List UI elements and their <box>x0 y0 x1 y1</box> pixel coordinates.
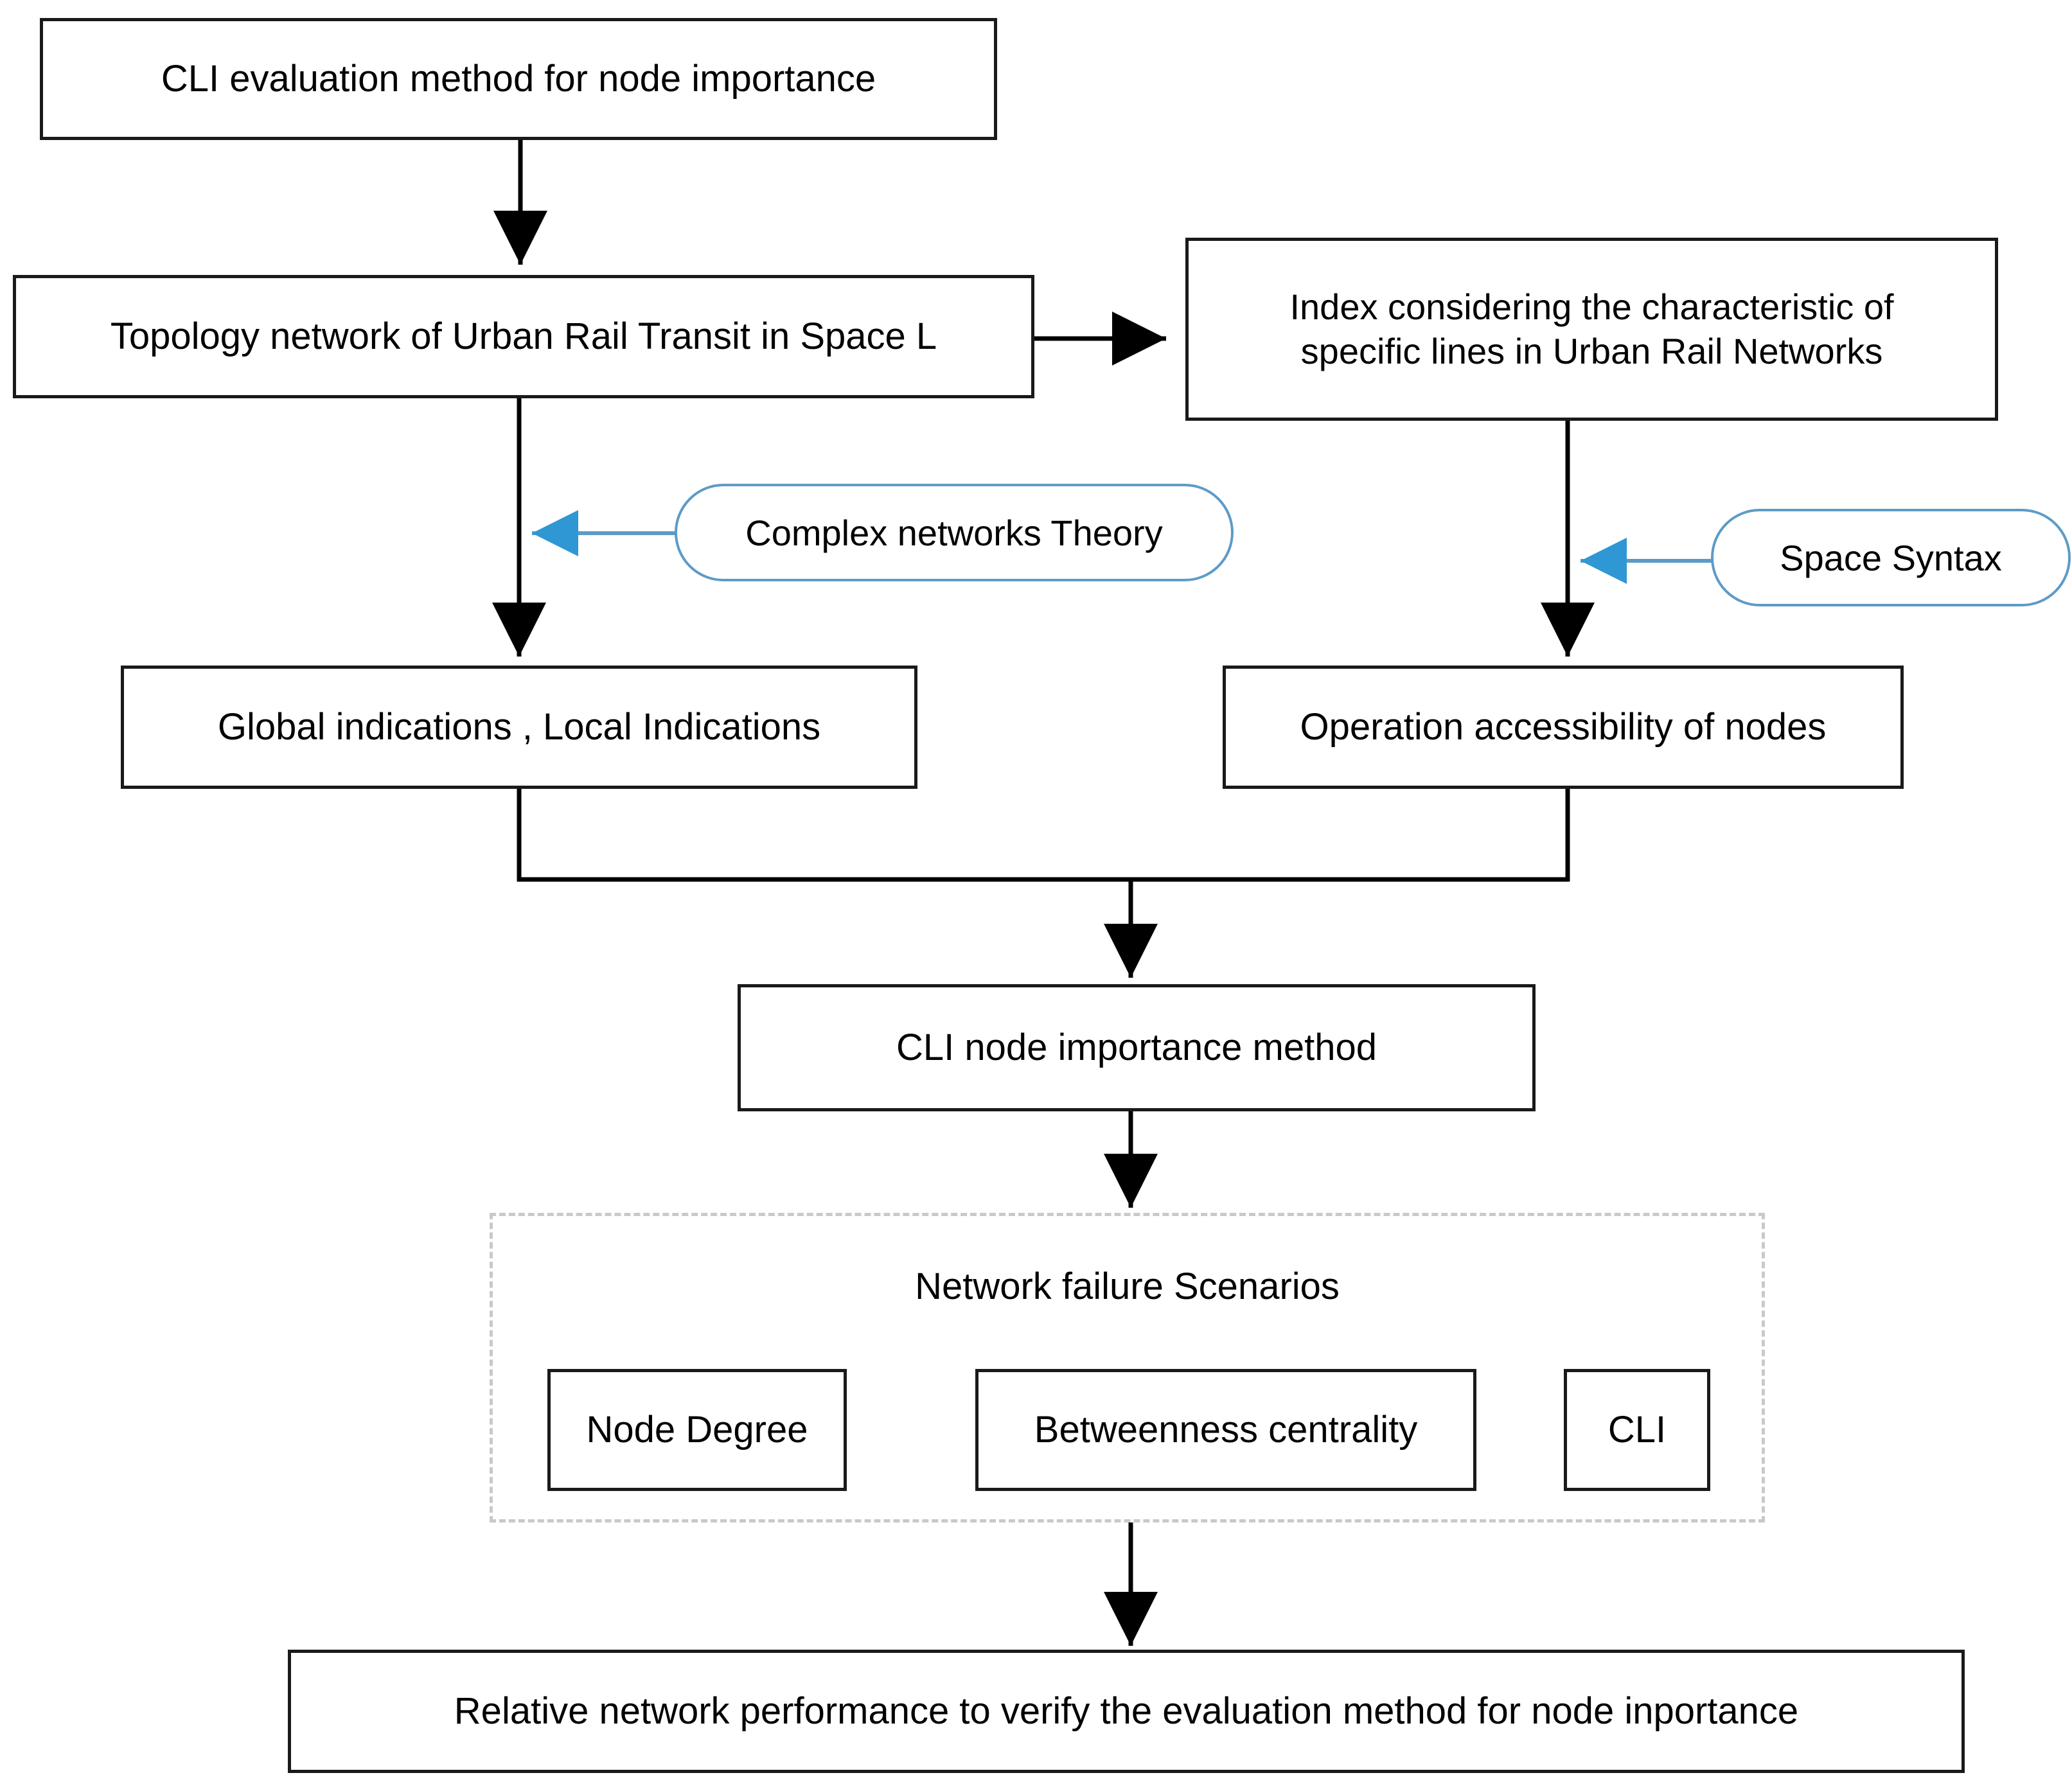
node-topology-label: Topology network of Urban Rail Transit i… <box>110 315 937 357</box>
node-index[interactable]: Index considering the characteristic of … <box>1185 238 1998 421</box>
node-scenario-cli-label: CLI <box>1607 1408 1667 1451</box>
node-root-label: CLI evaluation method for node importanc… <box>161 57 876 100</box>
node-global-local-indications-label: Global indications , Local Indications <box>217 705 821 748</box>
group-network-failure-scenarios-title: Network failure Scenarios <box>915 1266 1340 1307</box>
node-global-local-indications[interactable]: Global indications , Local Indications <box>121 666 917 789</box>
group-network-failure-scenarios: Network failure Scenarios <box>490 1213 1765 1522</box>
node-cli-importance-method-label: CLI node importance method <box>896 1026 1377 1068</box>
node-space-syntax-label: Space Syntax <box>1780 537 2002 578</box>
node-cli-importance-method[interactable]: CLI node importance method <box>738 984 1536 1111</box>
node-index-label-line1: Index considering the characteristic of <box>1289 287 1894 328</box>
node-index-label-line2: specific lines in Urban Rail Networks <box>1300 330 1883 371</box>
node-scenario-betweenness-centrality[interactable]: Betweenness centrality <box>975 1369 1476 1491</box>
node-scenario-node-degree[interactable]: Node Degree <box>547 1369 847 1491</box>
node-root[interactable]: CLI evaluation method for node importanc… <box>40 18 997 140</box>
node-complex-networks-theory-label: Complex networks Theory <box>745 512 1163 553</box>
node-result-relative-performance[interactable]: Relative network performance to verify t… <box>288 1650 1965 1773</box>
node-scenario-cli[interactable]: CLI <box>1564 1369 1710 1491</box>
node-scenario-betweenness-centrality-label: Betweenness centrality <box>1034 1408 1418 1451</box>
node-operation-accessibility[interactable]: Operation accessibility of nodes <box>1223 666 1904 789</box>
node-topology[interactable]: Topology network of Urban Rail Transit i… <box>13 275 1034 398</box>
node-operation-accessibility-label: Operation accessibility of nodes <box>1300 705 1827 748</box>
node-scenario-node-degree-label: Node Degree <box>586 1408 808 1451</box>
node-result-relative-performance-label: Relative network performance to verify t… <box>454 1690 1799 1732</box>
node-complex-networks-theory[interactable]: Complex networks Theory <box>675 484 1234 581</box>
node-space-syntax[interactable]: Space Syntax <box>1711 509 2071 606</box>
